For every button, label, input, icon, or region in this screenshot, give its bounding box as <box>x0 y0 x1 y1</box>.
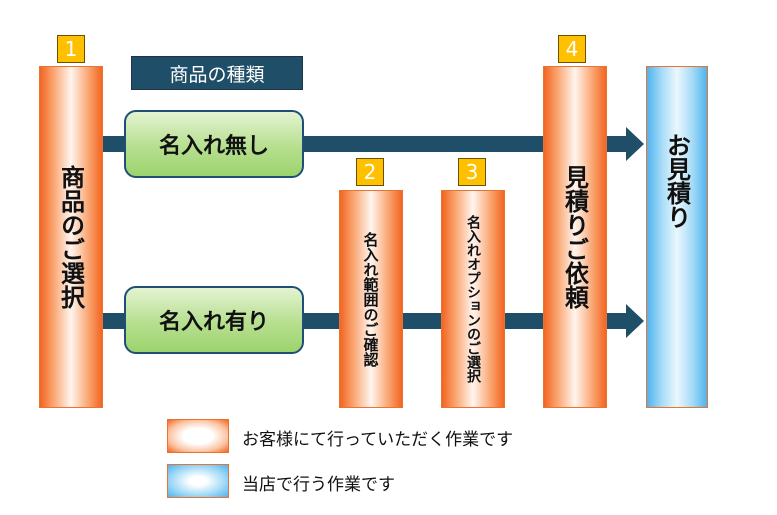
step1-box <box>39 66 103 408</box>
step1-label: 商品のご選択 <box>56 165 85 309</box>
step4-number-badge: 4 <box>558 35 586 63</box>
step2-label: 名入れ範囲のご確認 <box>361 231 380 367</box>
estimate-label: お見積り <box>662 133 691 229</box>
step3-label: 名入れオプションのご選択 <box>465 215 481 383</box>
step4-label: 見積りご依頼 <box>560 165 589 309</box>
arrow-head-upper <box>626 127 644 161</box>
legend-customer-text: お客様にて行っていただく作業です <box>242 430 514 450</box>
step3-box <box>441 190 505 408</box>
arrow-head-lower <box>626 304 644 338</box>
option-with-name: 名入れ有り <box>124 286 304 354</box>
option-no-name: 名入れ無し <box>124 110 304 178</box>
step2-number-badge: 2 <box>356 158 384 186</box>
step2-box <box>339 190 403 408</box>
step3-number-badge: 3 <box>458 158 486 186</box>
estimate-box <box>646 66 708 408</box>
legend-store-swatch <box>167 464 229 498</box>
legend-store-text: 当店で行う作業です <box>242 475 395 495</box>
legend-customer-swatch <box>167 419 229 453</box>
step1-number-badge: 1 <box>57 35 85 63</box>
category-label: 商品の種類 <box>131 56 303 90</box>
step4-box <box>543 66 607 408</box>
